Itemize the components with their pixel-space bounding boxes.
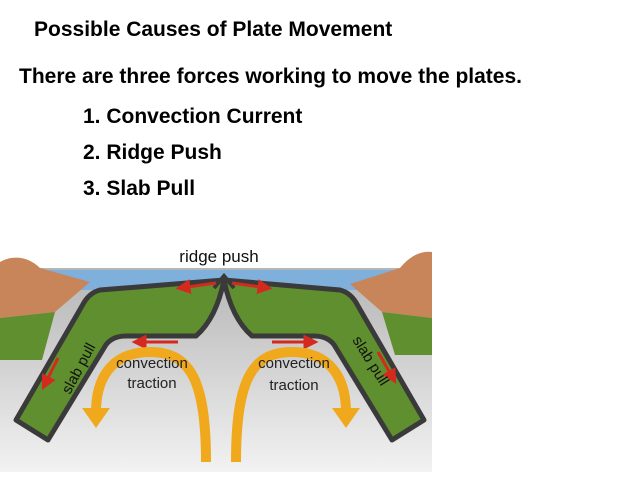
convection-left-label-2: traction	[127, 375, 176, 392]
force-item-slab-pull: 3. Slab Pull	[83, 171, 302, 207]
slide-title: Possible Causes of Plate Movement	[34, 18, 392, 42]
force-item-convection: 1. Convection Current	[83, 99, 302, 135]
convection-left-label-1: convection	[116, 355, 188, 372]
convection-right-label-2: traction	[269, 377, 318, 394]
slide-intro: There are three forces working to move t…	[19, 65, 522, 89]
convection-right-label-1: convection	[258, 355, 330, 372]
forces-list: 1. Convection Current 2. Ridge Push 3. S…	[83, 99, 302, 207]
ridge-push-label: ridge push	[179, 247, 258, 266]
force-item-ridge-push: 2. Ridge Push	[83, 135, 302, 171]
plate-movement-diagram: ridge push convection traction convectio…	[0, 238, 440, 472]
